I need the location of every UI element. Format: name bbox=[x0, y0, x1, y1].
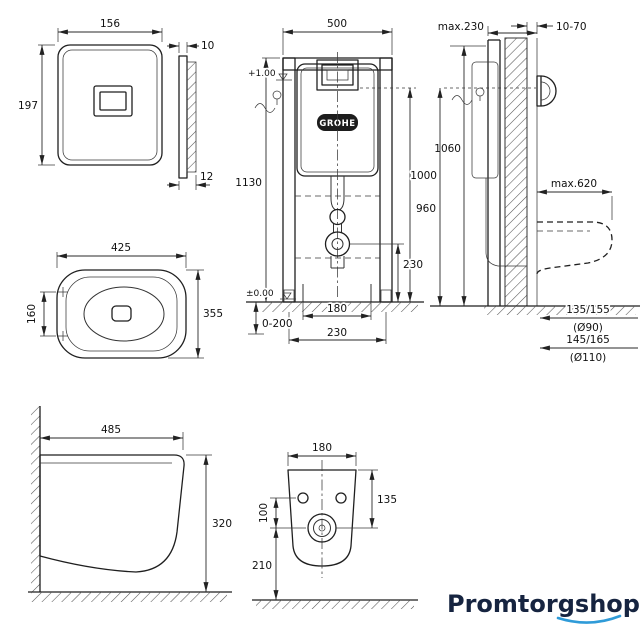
dim-label-fixing-height: 1060 bbox=[434, 143, 461, 155]
dim-label-plate-height: 197 bbox=[18, 100, 38, 112]
drain-circle-mid bbox=[313, 519, 331, 537]
plate-button-inner bbox=[99, 91, 127, 111]
fixing-hole-right bbox=[335, 492, 347, 504]
flush-window-inner bbox=[321, 64, 354, 86]
dim-label-drain-to-floor: 210 bbox=[252, 560, 272, 572]
dim-label-drain-height-1: 135/155 bbox=[566, 304, 610, 316]
dim-label-toilet-height: 320 bbox=[212, 518, 232, 530]
water-valve-icon bbox=[475, 87, 485, 97]
dim-label-plate-center-height: 960 bbox=[416, 203, 436, 215]
floor-hatch bbox=[256, 600, 414, 609]
logo-text: Promtorgshop bbox=[447, 590, 640, 618]
plate-inner-edge bbox=[62, 49, 158, 161]
dim-label-frame-height: 1130 bbox=[235, 177, 262, 189]
bowl-outline bbox=[56, 269, 187, 359]
pipe-break-symbol bbox=[451, 95, 473, 105]
pipe-break-symbol bbox=[254, 103, 276, 113]
outlet-circle-inner bbox=[331, 238, 344, 250]
toilet-top-view: 425 160 355 bbox=[24, 240, 225, 359]
grohe-badge-label: GROHE bbox=[319, 119, 355, 129]
flush-button-dome bbox=[540, 75, 557, 107]
brand-logo: Promtorgshop bbox=[447, 590, 640, 624]
bowl-inner-oval bbox=[83, 286, 165, 342]
dim-label-frame-width: 500 bbox=[327, 18, 347, 30]
plate-section bbox=[178, 55, 188, 179]
flush-button-dome-inner bbox=[540, 81, 551, 101]
frame-right-rail bbox=[379, 57, 393, 303]
dim-label-toilet-depth: 485 bbox=[101, 424, 121, 436]
dim-label-wall-thickness: 10-70 bbox=[556, 21, 587, 33]
toilet-profile-hidden bbox=[536, 221, 613, 275]
dim-label-drain-height-2: 145/165 bbox=[566, 334, 610, 346]
floor-hatch bbox=[31, 592, 227, 602]
fixing-hole-left bbox=[297, 492, 309, 504]
dim-label-plate-thickness-bottom: 12 bbox=[200, 171, 213, 183]
dim-label-feet-range: 0-200 bbox=[262, 318, 293, 330]
outlet-bend-side bbox=[485, 251, 527, 267]
wall-hatch bbox=[187, 62, 196, 172]
floor-hatch bbox=[262, 302, 418, 312]
water-valve-icon bbox=[272, 90, 282, 100]
level-flag-icon bbox=[278, 73, 288, 81]
dim-label-back-width: 180 bbox=[312, 442, 332, 454]
frame-front-view: 500 GROHE 1130 +1.00 bbox=[234, 16, 438, 344]
flush-pipe-bend bbox=[338, 197, 345, 211]
dim-label-drain-dia-1: (Ø90) bbox=[573, 322, 603, 334]
frame-left-rail bbox=[282, 57, 296, 303]
grohe-badge bbox=[317, 114, 358, 131]
flush-bend-circle bbox=[329, 208, 346, 226]
level-flag-icon bbox=[282, 292, 292, 300]
dim-label-plate-width: 156 bbox=[100, 18, 120, 30]
shop-text: shop bbox=[575, 590, 640, 618]
dim-label-bowl-depth: 355 bbox=[203, 308, 223, 320]
level-label-floor: ±0.00 bbox=[246, 289, 274, 299]
dim-label-top-to-drain: 135 bbox=[377, 494, 397, 506]
dim-label-outlet-spacing: 230 bbox=[327, 327, 347, 339]
logo-swoosh-icon bbox=[556, 614, 622, 624]
promtorg-text: Promtorg bbox=[447, 590, 575, 618]
seat-outline bbox=[65, 276, 178, 352]
wall-hatch bbox=[31, 406, 40, 592]
flush-plate-front-view: 156 197 bbox=[16, 16, 163, 166]
dim-label-frame-depth: max.230 bbox=[438, 21, 484, 33]
frame-right-foot bbox=[380, 289, 392, 303]
cistern-side-profile bbox=[471, 61, 499, 179]
dim-label-rod-spacing: 180 bbox=[327, 303, 347, 315]
plate-outline bbox=[57, 44, 163, 166]
toilet-side-profile bbox=[39, 454, 185, 573]
dim-label-plate-height: 1000 bbox=[410, 170, 437, 182]
dim-label-outlet-height: 230 bbox=[403, 259, 423, 271]
toilet-side-view: 485 320 bbox=[28, 406, 234, 602]
dim-label-holes-to-drain: 100 bbox=[258, 503, 270, 523]
wall-outline bbox=[186, 61, 197, 173]
floor-hatch bbox=[484, 306, 636, 315]
dim-label-plate-thickness-top: 10 bbox=[201, 40, 214, 52]
wall-hatch bbox=[505, 38, 527, 306]
dim-label-toilet-depth: max.620 bbox=[551, 178, 597, 190]
plate-button-outer bbox=[93, 85, 133, 117]
frame-side-view: max.230 10-70 1060 1000 max.620 135/155 … bbox=[409, 19, 640, 366]
level-label-top: +1.00 bbox=[248, 69, 276, 79]
drain-hole bbox=[111, 305, 132, 322]
flush-pipe-bend bbox=[330, 197, 337, 211]
flush-plate-side-profile bbox=[536, 75, 542, 107]
outlet-circle-outer bbox=[324, 231, 351, 257]
drain-circle-center bbox=[318, 524, 326, 532]
flush-plate-side-view: 10 12 bbox=[167, 38, 216, 190]
dim-label-drain-dia-2: (Ø110) bbox=[570, 352, 607, 364]
dim-label-bowl-width: 425 bbox=[111, 242, 131, 254]
dim-label-hole-spacing: 160 bbox=[26, 304, 38, 324]
toilet-back-view: 180 135 100 210 bbox=[250, 440, 418, 609]
